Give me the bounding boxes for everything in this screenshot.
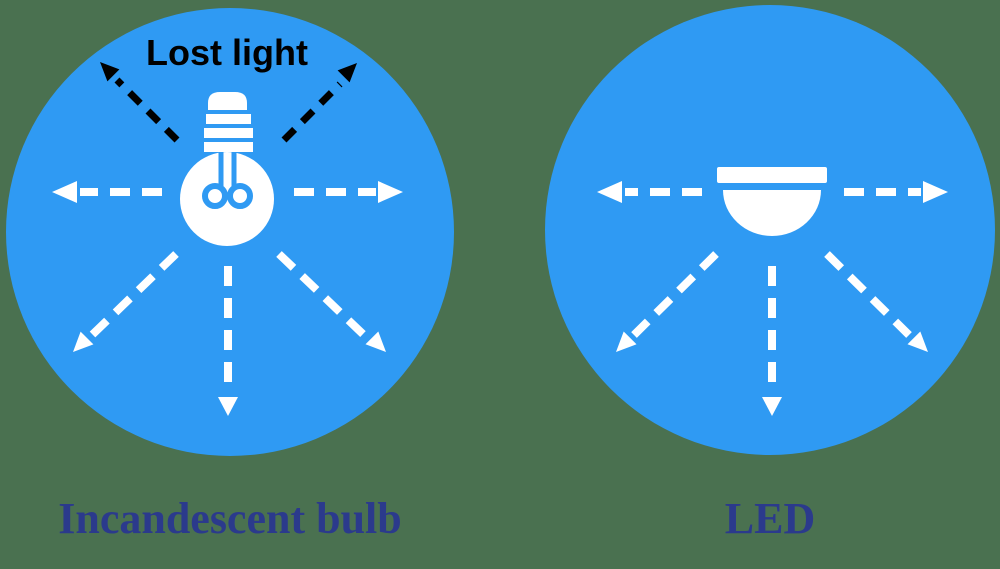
led-label: LED: [725, 494, 815, 543]
led-mount-bar: [717, 167, 827, 183]
light-arrow-right: [844, 181, 948, 203]
lost-light-arrow-up-right: [281, 63, 357, 143]
led-dome: [723, 190, 821, 236]
lost-light-arrow-up-left: [100, 62, 180, 143]
incandescent-label: Incandescent bulb: [58, 494, 402, 543]
filament-loop-left: [202, 183, 228, 209]
lost-light-label: Lost light: [146, 32, 308, 73]
filament-loop-right: [227, 183, 253, 209]
light-arrow-down-right: [824, 251, 928, 352]
light-arrow-down: [762, 266, 782, 416]
led-downlight-icon: [717, 167, 827, 236]
light-arrow-down-right: [276, 251, 386, 352]
lost-light-arrows: [100, 62, 357, 143]
light-arrow-down-left: [616, 251, 719, 352]
light-arrows-incandescent: [52, 181, 403, 416]
bulb-thread-2: [204, 128, 253, 138]
bulb-base-cap: [208, 92, 247, 110]
light-arrow-right: [294, 181, 403, 203]
incandescent-bulb-icon: [180, 92, 274, 246]
bulb-thread-3: [204, 142, 253, 152]
light-arrow-down-left: [73, 251, 179, 352]
light-arrow-down: [218, 266, 238, 416]
bulb-thread-1: [206, 114, 251, 124]
led-panel: LED: [545, 5, 995, 543]
light-arrow-left: [597, 181, 702, 203]
incandescent-panel: Lost light Incandescent bulb: [6, 8, 454, 543]
light-arrow-left: [52, 181, 162, 203]
light-arrows-led: [597, 181, 948, 416]
